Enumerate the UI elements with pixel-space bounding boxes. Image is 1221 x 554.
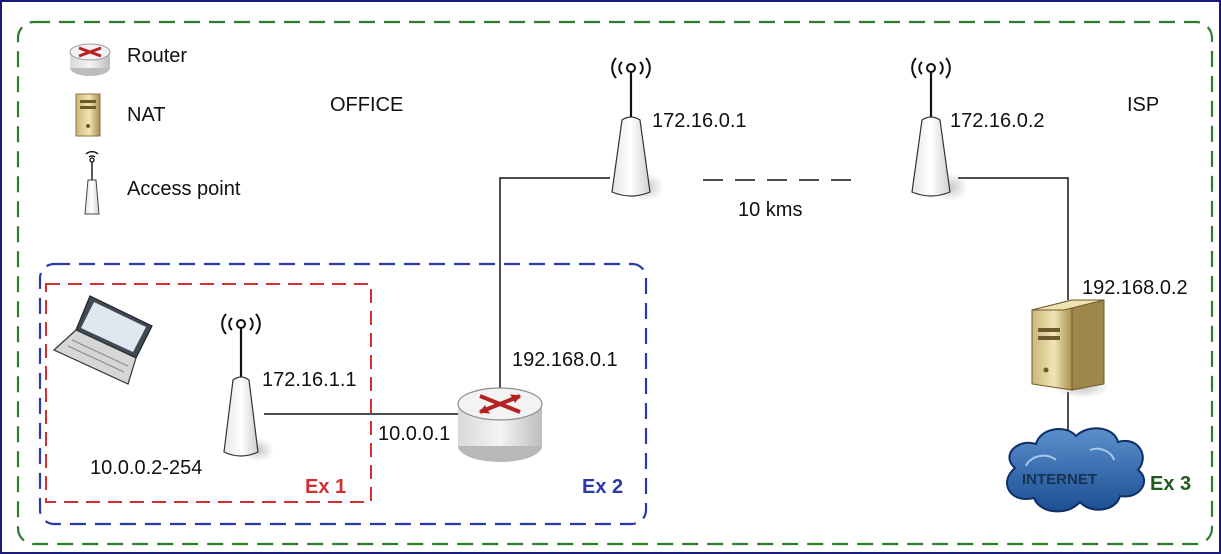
distance-label: 10 kms xyxy=(738,199,802,221)
ex1-label: Ex 1 xyxy=(305,476,346,498)
ap-local-ip: 172.16.1.1 xyxy=(262,369,357,391)
internet-label: INTERNET xyxy=(1022,471,1097,488)
router-lan-ip: 10.0.0.1 xyxy=(378,423,450,445)
nat-server xyxy=(1031,299,1110,398)
ex2-label: Ex 2 xyxy=(582,476,623,498)
ap-office-ip: 172.16.0.1 xyxy=(652,110,747,132)
nat-icon xyxy=(75,93,101,137)
access-point-local xyxy=(221,313,274,462)
ap-isp-to-nat-link xyxy=(958,177,1069,300)
laptop-icon xyxy=(52,295,153,385)
office-zone-label: OFFICE xyxy=(330,94,403,116)
ex3-region xyxy=(16,20,1214,546)
ap-isp-ip: 172.16.0.2 xyxy=(950,110,1045,132)
ex3-label: Ex 3 xyxy=(1150,473,1191,495)
legend: Router NAT Access point xyxy=(69,43,241,215)
connections xyxy=(264,177,1069,445)
router-to-ap-office-link xyxy=(499,177,610,398)
ex2-region xyxy=(38,262,648,526)
router-wan-ip: 192.168.0.1 xyxy=(512,349,618,371)
isp-zone-label: ISP xyxy=(1127,94,1159,116)
legend-nat-label: NAT xyxy=(127,104,166,126)
nat-ip: 192.168.0.2 xyxy=(1082,277,1188,299)
legend-access-point-label: Access point xyxy=(127,178,241,200)
ex1-region xyxy=(45,283,372,503)
dhcp-range-label: 10.0.0.2-254 xyxy=(90,457,202,479)
access-point-isp xyxy=(911,57,968,201)
access-point-office xyxy=(611,57,664,201)
legend-router-label: Router xyxy=(127,45,187,67)
access-point-icon xyxy=(84,151,100,215)
internet-cloud: INTERNET xyxy=(1006,427,1145,513)
router xyxy=(457,387,543,462)
router-icon xyxy=(69,43,111,76)
